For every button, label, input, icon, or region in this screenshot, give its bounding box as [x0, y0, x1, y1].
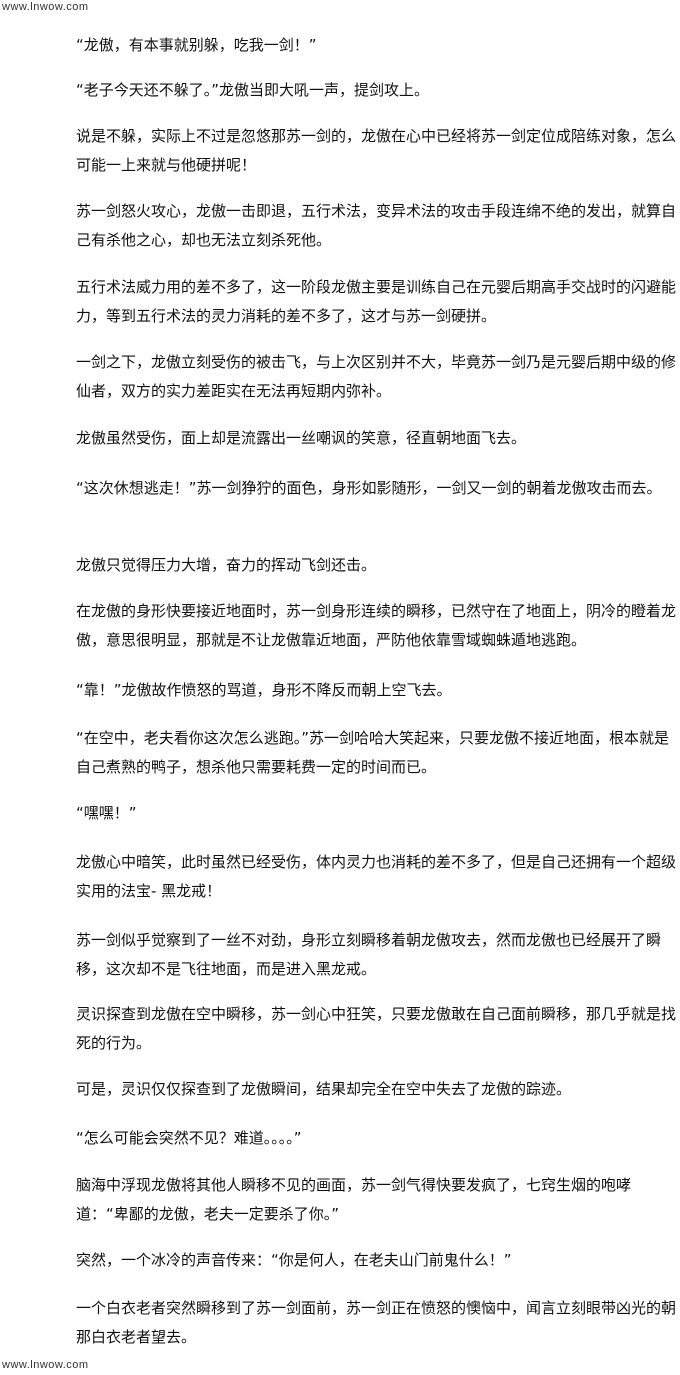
paragraph-20: 突然，一个冰冷的声音传来：“你是何人，在老夫山门前鬼什么！” [76, 1251, 512, 1269]
paragraph-4: 苏一剑怒火攻心，龙傲一击即退，五行术法，变异术法的攻击手段连绵不绝的发出，就算自… [76, 202, 677, 249]
paragraph-18: “怎么可能会突然不见？难道。。。。” [76, 1129, 302, 1147]
paragraph-7: 龙傲虽然受伤，面上却是流露出一丝嘲讽的笑意，径直朝地面飞去。 [76, 429, 527, 447]
paragraph-19: 脑海中浮现龙傲将其他人瞬移不见的画面，苏一剑气得快要发疯了，七窍生烟的咆哮道：“… [76, 1176, 632, 1223]
paragraph-21: 一个白衣老者突然瞬移到了苏一剑面前，苏一剑正在愤怒的懊恼中，闻言立刻眼带凶光的朝… [76, 1299, 677, 1346]
paragraph-2: “老子今天还不躲了。”龙傲当即大吼一声，提剑攻上。 [76, 81, 430, 99]
paragraph-5: 五行术法威力用的差不多了，这一阶段龙傲主要是训练自己在元婴后期高手交战时的闪避能… [76, 278, 677, 325]
paragraph-1: “龙傲，有本事就别躲，吃我一剑！” [76, 36, 317, 54]
paragraph-16: 灵识探查到龙傲在空中瞬移，苏一剑心中狂笑，只要龙傲敢在自己面前瞬移，那几乎就是找… [76, 1005, 677, 1052]
paragraph-15: 苏一剑似乎觉察到了一丝不对劲，身形立刻瞬移着朝龙傲攻去，然而龙傲也已经展开了瞬移… [76, 931, 662, 978]
paragraph-3: 说是不躲，实际上不过是忽悠那苏一剑的，龙傲在心中已经将苏一剑定位成陪练对象，怎么… [76, 127, 677, 174]
paragraph-10: 在龙傲的身形快要接近地面时，苏一剑身形连续的瞬移，已然守在了地面上，阴冷的瞪着龙… [76, 602, 677, 649]
paragraph-11: “靠！”龙傲故作愤怒的骂道，身形不降反而朝上空飞去。 [76, 681, 452, 699]
paragraph-6: 一剑之下，龙傲立刻受伤的被击飞，与上次区别并不大，毕竟苏一剑乃是元婴后期中级的修… [76, 353, 677, 400]
paragraph-13: “嘿嘿！” [76, 804, 137, 822]
paragraph-12: “在空中，老夫看你这次怎么逃跑。”苏一剑哈哈大笑起来，只要龙傲不接近地面，根本就… [76, 729, 670, 776]
paragraph-14: 龙傲心中暗笑，此时虽然已经受伤，体内灵力也消耗的差不多了，但是自己还拥有一个超级… [76, 853, 677, 900]
site-url-header: www.lnwow.com [2, 1, 89, 13]
paragraph-9: 龙傲只觉得压力大增，奋力的挥动飞剑还击。 [76, 556, 377, 574]
site-url-footer: www.lnwow.com [2, 1359, 89, 1371]
paragraph-17: 可是，灵识仅仅探查到了龙傲瞬间，结果却完全在空中失去了龙傲的踪迹。 [76, 1080, 572, 1098]
paragraph-8: “这次休想逃走！”苏一剑狰狞的面色，身形如影随形，一剑又一剑的朝着龙傲攻击而去。 [76, 479, 662, 497]
